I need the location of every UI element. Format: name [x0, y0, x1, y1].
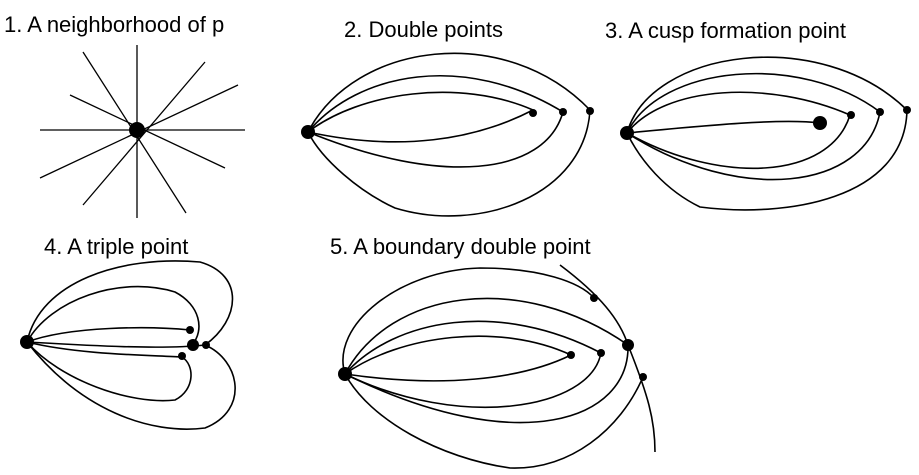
curve-inner	[342, 335, 573, 382]
double-point-top	[186, 326, 194, 334]
double-point-2	[597, 349, 605, 357]
panel-1-diagram	[39, 45, 245, 218]
panel-3-title: 3. A cusp formation point	[605, 18, 846, 43]
boundary-double-point	[622, 339, 634, 351]
cusp-point	[813, 116, 827, 130]
curve-middle	[306, 75, 564, 168]
boundary-curve	[559, 264, 656, 453]
double-point-2	[559, 108, 567, 116]
base-point	[620, 126, 634, 140]
boundary-point-top	[590, 294, 598, 302]
curve-top-inner	[26, 326, 191, 343]
curve-cusp	[626, 120, 821, 134]
panel-4-diagram	[20, 260, 236, 430]
curve-inner	[306, 91, 535, 143]
curve-middle	[343, 320, 602, 408]
panel-2-diagram	[301, 52, 594, 217]
panel-4-title: 4. A triple point	[44, 234, 189, 259]
curve-outer-1	[625, 72, 881, 181]
curve-outer-3	[344, 373, 644, 469]
base-point	[338, 367, 352, 381]
double-point-right	[202, 341, 210, 349]
curve-outer-2	[626, 56, 908, 211]
curve-middle	[26, 341, 236, 430]
point-p	[129, 122, 145, 138]
base-point	[301, 125, 315, 139]
panel-3-diagram	[620, 56, 911, 211]
curve-top-outer	[26, 260, 234, 346]
double-point-1	[847, 111, 855, 119]
panel-5-diagram	[338, 264, 656, 469]
double-point-2	[876, 108, 884, 116]
double-point-1	[567, 351, 575, 359]
panel-5-title: 5. A boundary double point	[330, 234, 591, 259]
triple-point	[187, 339, 199, 351]
curve-bottom-lobe	[26, 341, 192, 402]
curve-bottom-inner	[26, 341, 183, 358]
double-point-1	[529, 109, 537, 117]
curve-top-lobe	[26, 285, 200, 346]
curve-outer-2	[342, 267, 595, 375]
base-point	[20, 335, 34, 349]
curve-outer-1	[343, 297, 629, 424]
double-point-3	[586, 107, 594, 115]
ray-diag-3	[69, 94, 226, 169]
panel-1-title: 1. A neighborhood of p	[4, 12, 225, 37]
double-point-bottom	[178, 352, 186, 360]
panel-2-title: 2. Double points	[344, 17, 503, 42]
boundary-point-bottom	[639, 373, 647, 381]
double-point-3	[903, 106, 911, 114]
curve-outer	[307, 52, 591, 217]
